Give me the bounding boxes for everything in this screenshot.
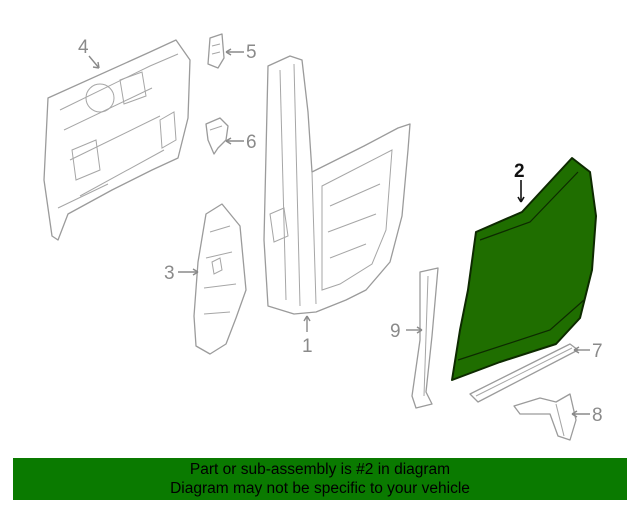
callout-3: 3 [164,263,175,284]
part-9-rod[interactable] [411,267,439,409]
part-1-door-frame[interactable] [263,55,411,315]
callout-5: 5 [246,42,257,63]
info-banner: Part or sub-assembly is #2 in diagram Di… [13,458,627,500]
parts-diagram: 4 5 6 3 1 9 7 8 2 [43,33,603,441]
part-6-bracket[interactable] [205,117,229,155]
callout-2: 2 [514,161,525,182]
part-3-pillar-reinforcement[interactable] [193,203,247,355]
callout-4: 4 [78,37,89,58]
callout-8: 8 [592,405,603,426]
banner-line-part: Part or sub-assembly is #2 in diagram [189,461,451,478]
part-2-door-outer-panel[interactable] [451,157,597,381]
callout-7: 7 [592,341,603,362]
banner-line-disclaimer: Diagram may not be specific to your vehi… [170,480,470,497]
part-5-clip[interactable] [207,33,225,69]
part-8-bracket[interactable] [513,393,577,441]
part-4-inner-structure[interactable] [43,39,191,241]
callout-9: 9 [390,321,401,342]
leader-lines [88,48,590,418]
callout-1: 1 [302,336,313,357]
callout-6: 6 [246,132,257,153]
